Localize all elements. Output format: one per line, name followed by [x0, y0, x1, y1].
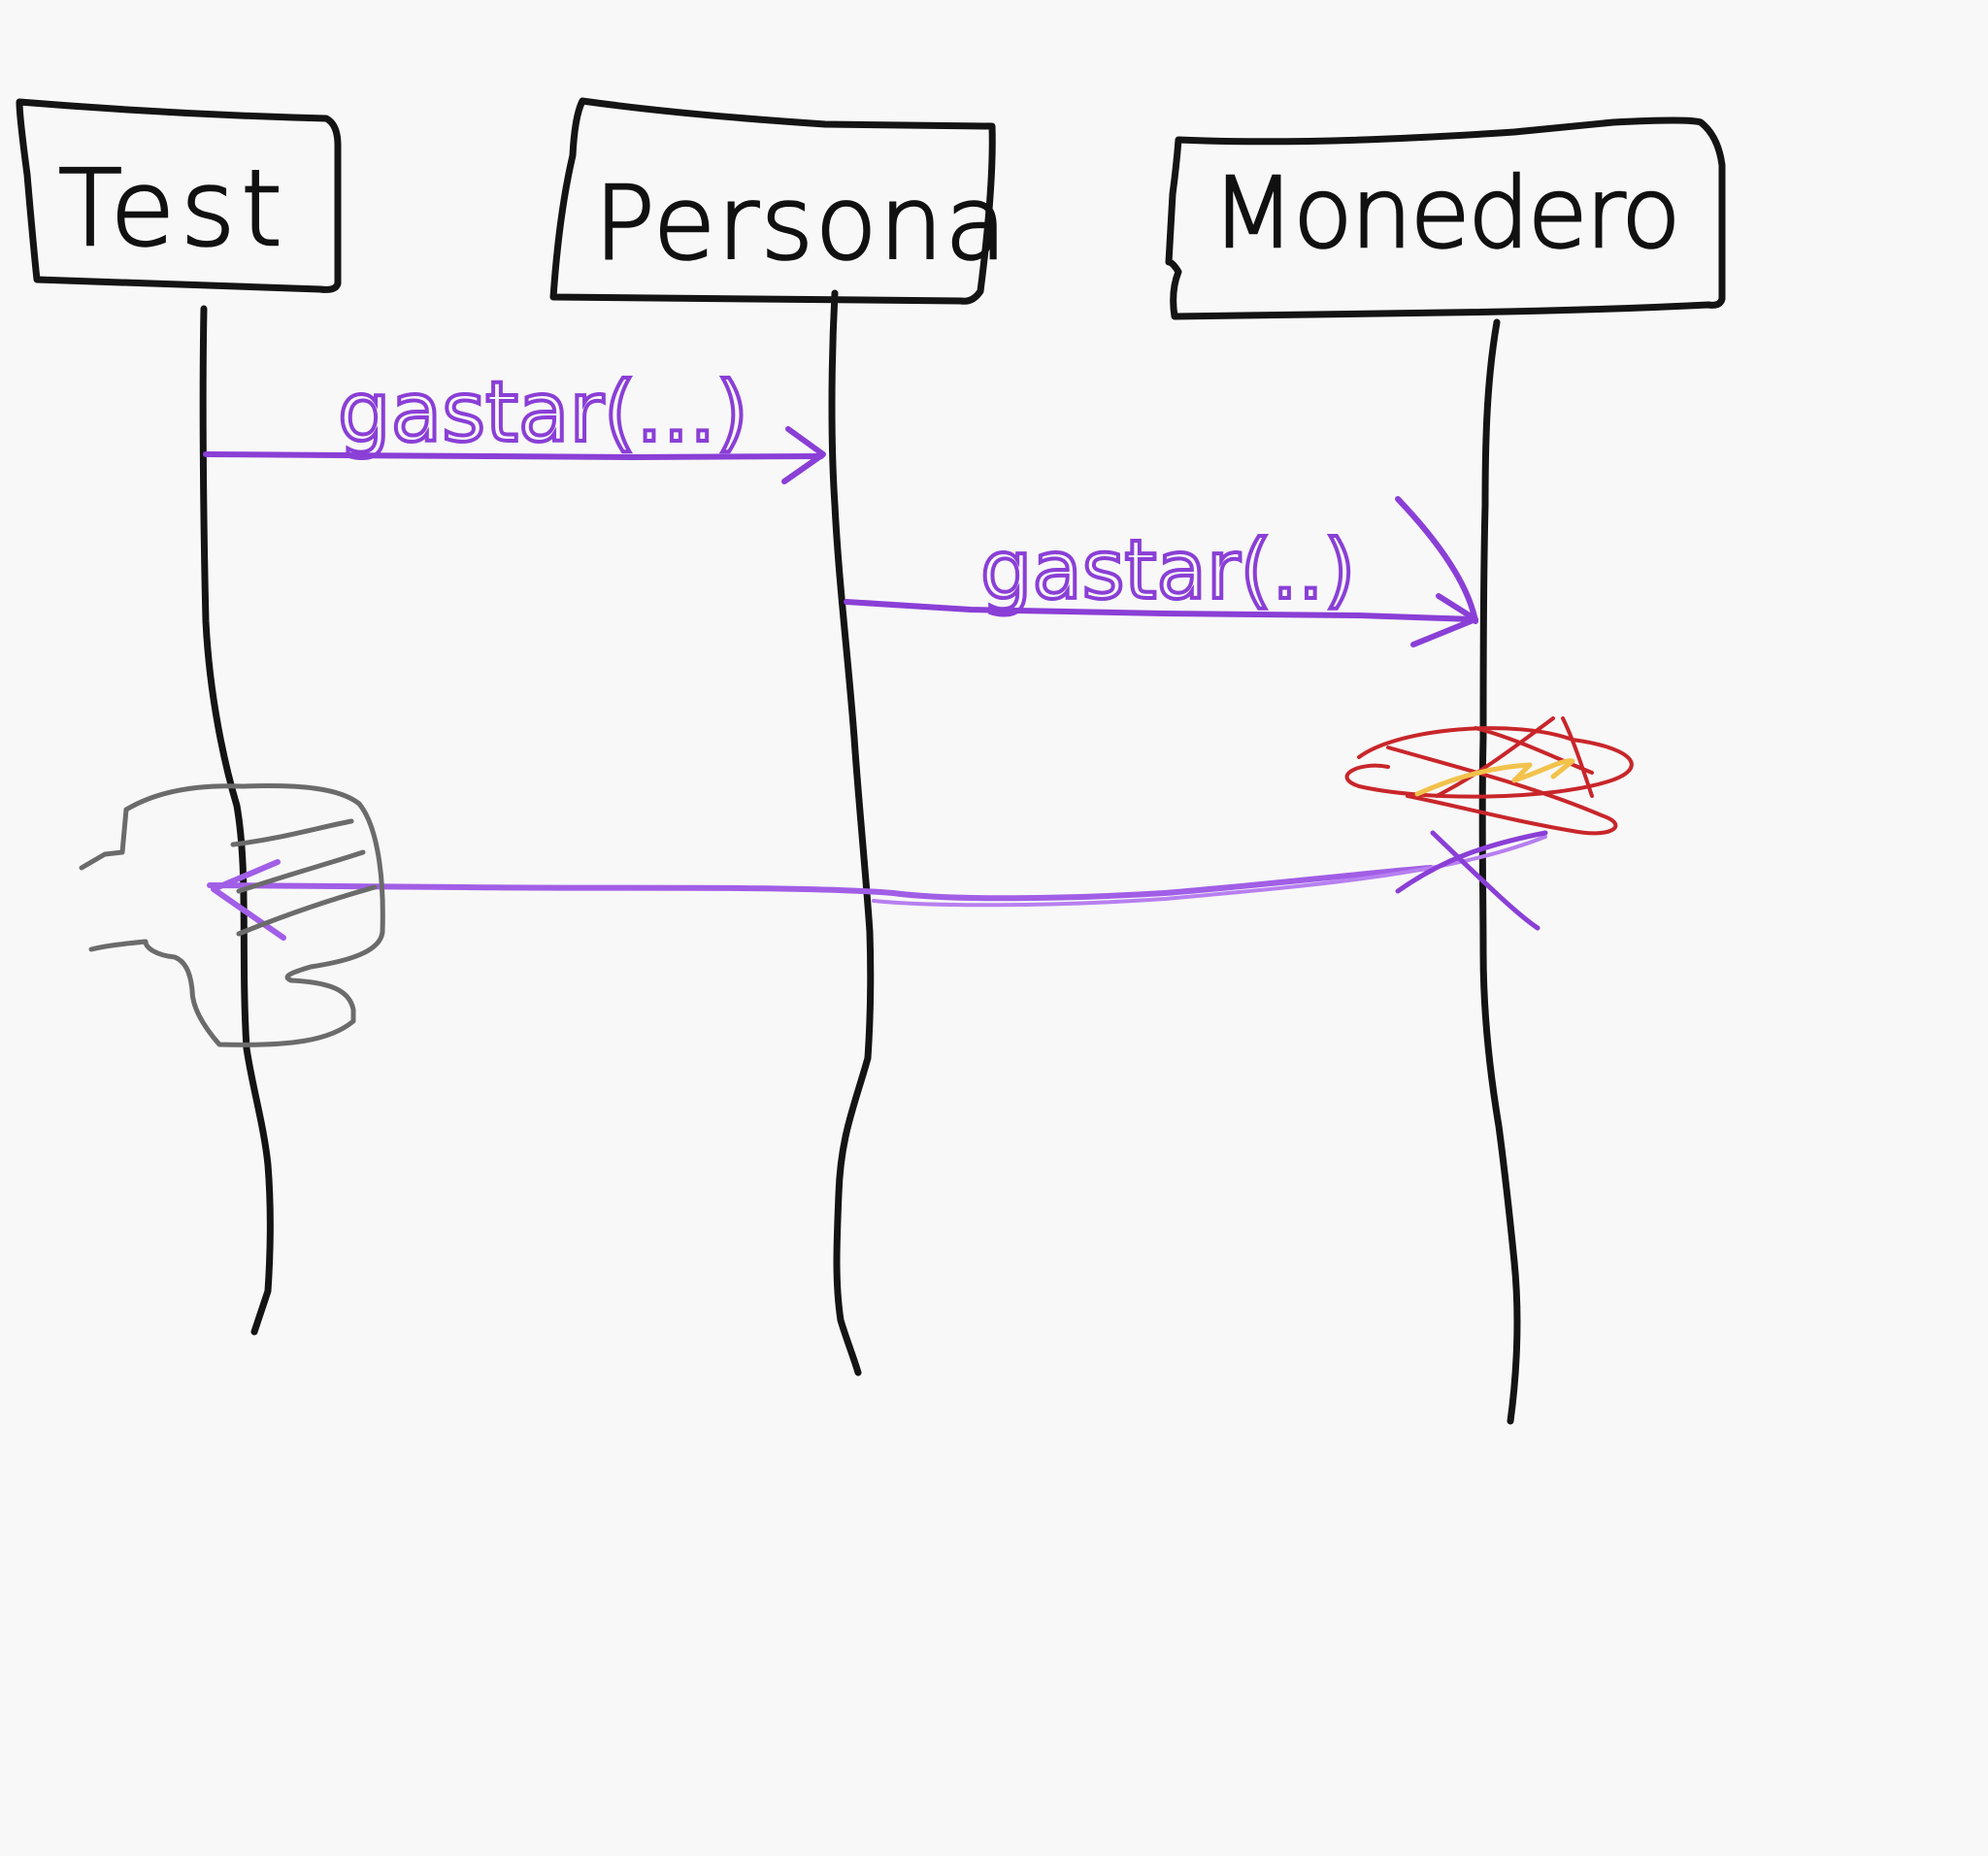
participant-label-persona: Persona: [594, 164, 1009, 282]
participant-label-monedero: Monedero: [1211, 156, 1678, 270]
fist-thumb: [79, 807, 129, 871]
fist-outline: [88, 783, 385, 1047]
lifeline-test: [199, 305, 274, 1336]
participant-box-monedero: [1165, 116, 1726, 320]
message-1-label: gastar(...): [338, 364, 748, 461]
message-1: gastar(...): [203, 362, 826, 484]
message-2: gastar(..): [844, 496, 1478, 647]
lifeline-persona: [828, 289, 875, 1376]
fist-finger-2: [236, 849, 366, 894]
message-2-label: gastar(..): [980, 522, 1355, 617]
message-3: [207, 835, 1547, 941]
message-2-paren-stroke: [1395, 496, 1478, 624]
explosion-scribble-icon: [1344, 716, 1634, 836]
explosion-red-scribble: [1344, 716, 1634, 836]
message-3-arrow-line-echo: [872, 835, 1547, 908]
participant-persona: Persona: [549, 97, 1009, 1376]
message-1-arrow-line: [203, 451, 824, 460]
message-3-arrowhead: [211, 859, 286, 941]
fist-icon: [79, 783, 385, 1047]
lifeline-monedero: [1478, 318, 1521, 1425]
explosion-yellow-scribble: [1414, 758, 1575, 797]
participant-test: Test: [16, 98, 342, 1336]
message-3-arrow-line: [207, 865, 1434, 902]
destruction-x-icon: [1395, 830, 1548, 931]
fist-finger-3: [236, 884, 378, 937]
participant-label-test: Test: [58, 149, 288, 270]
message-1-arrowhead: [781, 426, 826, 484]
participant-box-test: [16, 98, 342, 293]
fist-finger-1: [230, 818, 354, 847]
participant-monedero: Monedero: [1165, 116, 1726, 1425]
message-2-arrow-line: [844, 599, 1476, 622]
participant-box-persona: [549, 97, 996, 305]
